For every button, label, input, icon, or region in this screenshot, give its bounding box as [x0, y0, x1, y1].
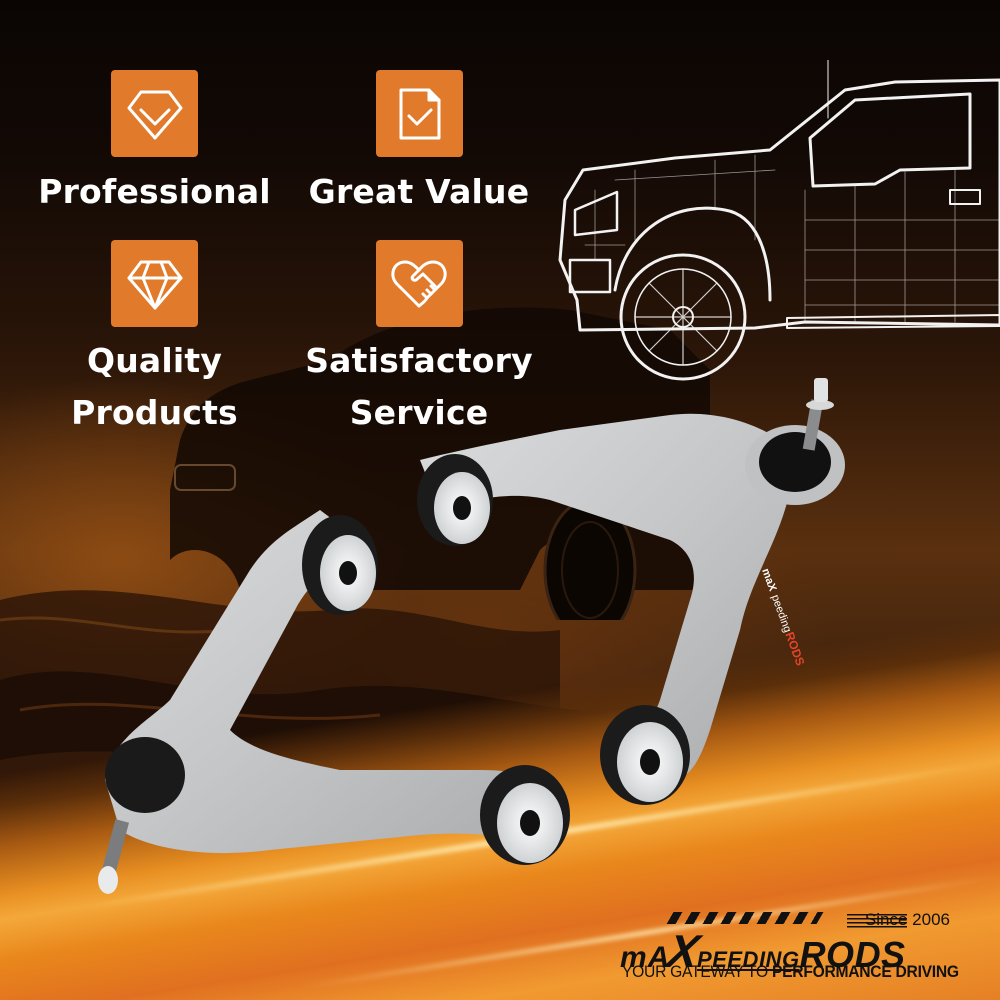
bushing	[302, 515, 378, 615]
feature-icon-box	[111, 70, 198, 157]
feature-label: Service	[349, 393, 489, 432]
wireframe-truck-illustration	[558, 60, 1000, 381]
svg-text:maX: maX	[759, 567, 778, 594]
svg-text:peeding: peeding	[769, 593, 794, 634]
feature-label: Satisfactory	[305, 341, 533, 380]
feature-satisfactory-service: Satisfactory Service	[300, 240, 538, 439]
svg-text:RODS: RODS	[782, 630, 807, 667]
feature-label: Great Value	[308, 172, 530, 211]
feature-professional: Professional	[37, 70, 272, 217]
document-check-icon	[399, 88, 441, 139]
brand-tagline: YOUR GATEWAY TO PERFORMANCE DRIVING	[622, 962, 959, 981]
speed-lines	[847, 914, 907, 928]
feature-quality-products: Quality Products	[37, 240, 272, 439]
feature-great-value: Great Value	[300, 70, 538, 217]
feature-icon-box	[375, 240, 463, 327]
feature-label: Products	[71, 393, 238, 432]
feature-label: Quality	[86, 341, 223, 380]
upper-control-arm-product: maX peeding RODS	[98, 378, 845, 894]
feature-icon-box	[375, 70, 463, 157]
checkered-flag-stripe	[666, 912, 824, 924]
brand-wordmark: mAXPEEDINGRODS	[620, 925, 906, 977]
brand-logo: Since 2006 mAXPEEDINGRODS YOUR GATEWAY T…	[620, 910, 959, 990]
since-year: Since 2006	[864, 910, 950, 929]
handshake-heart-icon	[391, 260, 447, 307]
feature-icon-box	[111, 240, 198, 327]
gem-icon	[127, 260, 182, 309]
feature-label: Professional	[38, 172, 271, 211]
diamond-check-icon	[127, 90, 182, 139]
